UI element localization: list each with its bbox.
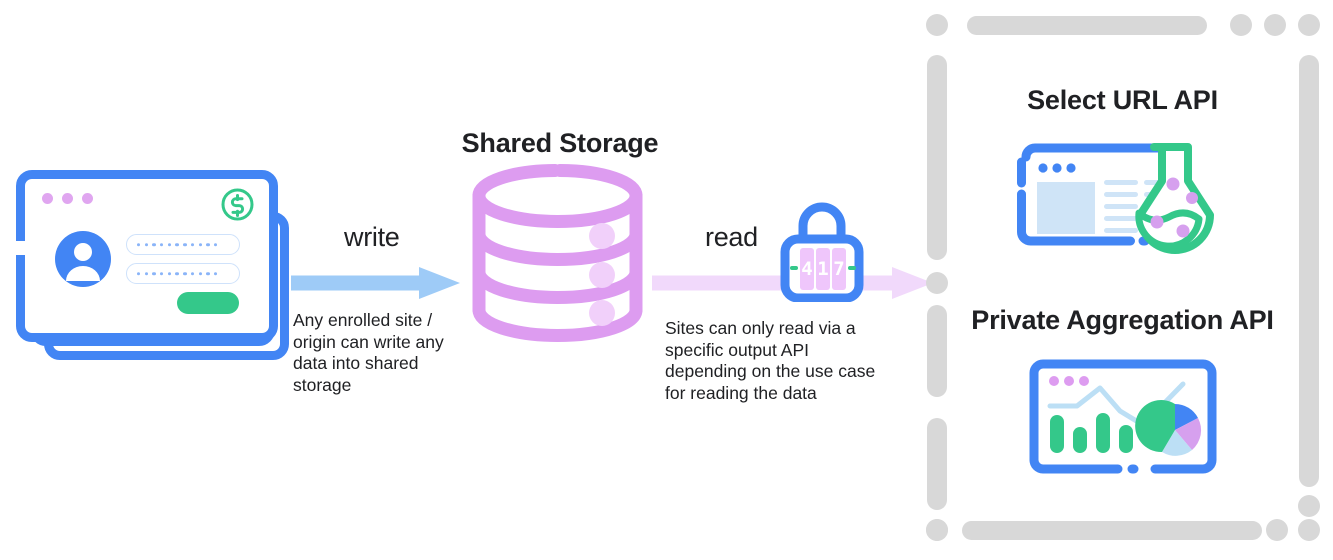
write-caption-line-4: storage	[293, 374, 352, 395]
browser-card-front	[15, 170, 278, 342]
dollar-circle-icon	[220, 187, 255, 222]
read-label: read	[705, 222, 758, 252]
shared-storage-title: Shared Storage	[461, 128, 659, 158]
read-caption-line-4: for reading the data	[665, 382, 817, 403]
password-field-1[interactable]	[126, 234, 240, 255]
write-label: write	[344, 222, 400, 252]
read-caption-line-2: specific output API	[665, 339, 809, 360]
window-dot-3	[82, 193, 93, 204]
select-url-api-title: Select URL API	[1027, 85, 1218, 115]
browser-with-flask-icon	[1012, 137, 1237, 262]
svg-text:1: 1	[817, 258, 828, 280]
database-cylinder-icon	[470, 163, 645, 348]
api-card-select-url: Select URL API	[960, 85, 1285, 265]
window-dots	[42, 193, 93, 204]
password-field-2[interactable]	[126, 263, 240, 284]
write-arrow	[291, 266, 461, 305]
write-caption-line-1: Any enrolled site /	[293, 310, 433, 330]
window-dot-2	[62, 193, 73, 204]
user-avatar-icon	[55, 231, 111, 287]
api-card-private-aggregation: Private Aggregation API	[945, 305, 1300, 495]
svg-text:4: 4	[801, 258, 812, 280]
svg-text:7: 7	[833, 258, 844, 280]
source-stack	[0, 0, 300, 380]
write-caption: Any enrolled site / origin can write any…	[293, 310, 473, 396]
window-dot-1	[42, 193, 53, 204]
write-caption-line-2: origin can write any	[293, 331, 444, 352]
read-caption-line-1: Sites can only read via a	[665, 318, 856, 338]
read-caption: Sites can only read via a specific outpu…	[665, 318, 915, 404]
submit-button[interactable]	[177, 292, 239, 314]
write-caption-line-3: data into shared	[293, 353, 419, 373]
card-edge-notch	[15, 241, 27, 255]
password-mask-dots	[137, 271, 218, 276]
read-caption-line-3: depending on the use case	[665, 361, 876, 381]
analytics-dashboard-icon	[1025, 355, 1225, 485]
combination-lock-icon: 4 1 7	[777, 198, 867, 307]
password-mask-dots	[137, 242, 218, 247]
private-aggregation-api-title: Private Aggregation API	[971, 305, 1274, 335]
